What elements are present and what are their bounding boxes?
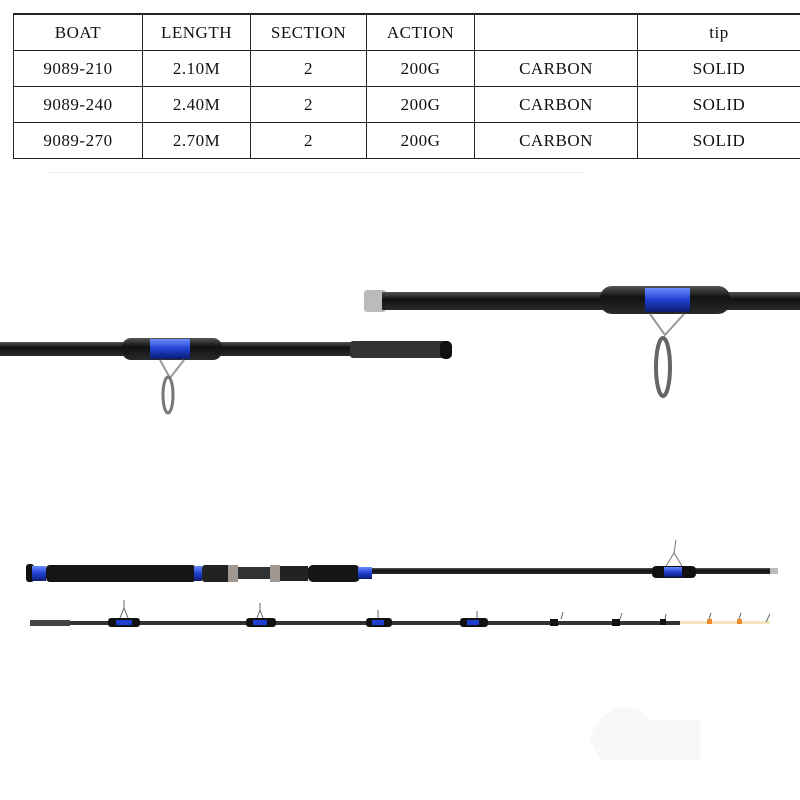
cell-tip: SOLID [637, 86, 800, 123]
cell-tip: SOLID [637, 122, 800, 159]
header-length: LENGTH [142, 13, 251, 51]
cell-model: 9089-210 [13, 50, 143, 87]
cell-tip: SOLID [637, 50, 800, 87]
watermark-logo [590, 706, 700, 760]
cell-model: 9089-240 [13, 86, 143, 123]
cell-model: 9089-270 [13, 122, 143, 159]
header-tip: tip [637, 13, 800, 51]
cell-length: 2.70M [142, 122, 251, 159]
cell-length: 2.40M [142, 86, 251, 123]
table-header-row: BOAT LENGTH SECTION ACTION tip [13, 13, 800, 51]
cell-action: 200G [366, 122, 475, 159]
cell-material: CARBON [474, 122, 638, 159]
cell-action: 200G [366, 50, 475, 87]
rod-butt-section [26, 539, 778, 582]
table-row: 9089-210 2.10M 2 200G CARBON SOLID [13, 50, 800, 87]
cell-material: CARBON [474, 50, 638, 87]
table-row: 9089-270 2.70M 2 200G CARBON SOLID [13, 122, 800, 159]
cell-material: CARBON [474, 86, 638, 123]
divider [48, 172, 583, 173]
cell-section: 2 [250, 122, 367, 159]
rod-detail-butt [0, 338, 452, 415]
cell-action: 200G [366, 86, 475, 123]
rod-tip-section [30, 600, 771, 627]
table-row: 9089-240 2.40M 2 200G CARBON SOLID [13, 86, 800, 123]
rod-detail-ferrule [364, 286, 800, 398]
header-action: ACTION [366, 13, 475, 51]
header-boat: BOAT [13, 13, 143, 51]
spec-table: BOAT LENGTH SECTION ACTION tip 9089-210 … [13, 13, 800, 159]
